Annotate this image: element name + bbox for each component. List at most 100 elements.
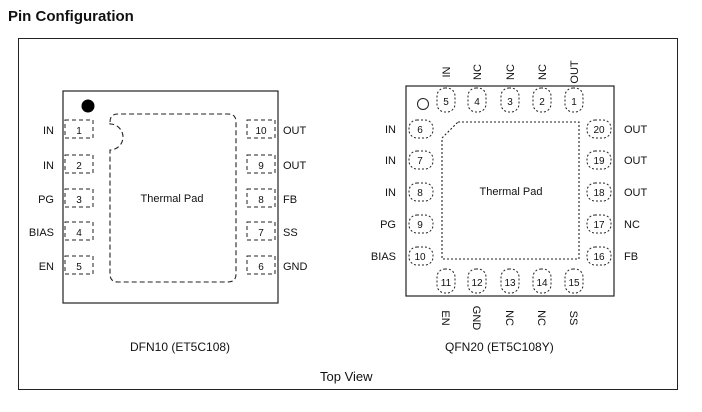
- qfn20-top-pins: 5 IN 4 NC 3 NC 2 NC 1 OUT: [436, 60, 584, 113]
- dfn10-pin-number: 7: [258, 228, 264, 239]
- dfn10-pin-name: SS: [283, 227, 298, 239]
- qfn20-pin-pad: [408, 150, 434, 170]
- qfn20-pin-name: IN: [385, 124, 396, 136]
- qfn20-pin-name: PG: [380, 219, 396, 231]
- qfn20-pin-pad: [532, 87, 552, 113]
- dfn10-pin-name: EN: [39, 261, 54, 273]
- qfn20-pin-pad: [467, 87, 487, 113]
- qfn20-pin-pad: [586, 246, 612, 266]
- qfn20-pin-pad: [500, 87, 520, 113]
- section-title: Pin Configuration: [8, 8, 134, 25]
- qfn20-pin-pad: [436, 268, 456, 294]
- dfn10-pin-number: 2: [76, 161, 82, 172]
- dfn10-pin-name: IN: [43, 125, 54, 137]
- dfn10-pin-pad: [246, 221, 276, 241]
- dfn10-thermal-pad: [109, 113, 237, 283]
- top-view-label: Top View: [320, 369, 373, 384]
- dfn10-caption: DFN10 (ET5C108): [130, 340, 231, 354]
- qfn20-thermal-pad: [441, 121, 580, 260]
- qfn20-pin-name: BIAS: [371, 251, 396, 263]
- dfn10-pin-number: 6: [258, 262, 264, 273]
- qfn20-pin-name: IN: [385, 187, 396, 199]
- dfn10-pin-name: OUT: [283, 125, 307, 137]
- qfn20-pin-pad: [586, 119, 612, 139]
- qfn20-pin-number: 20: [593, 125, 605, 136]
- qfn20-pin-number: 6: [417, 125, 423, 136]
- qfn20-pin-number: 19: [593, 156, 605, 167]
- dfn10-pin-pad: [246, 188, 276, 208]
- qfn20-pin-number: 8: [417, 188, 423, 199]
- qfn20-pin-pad: [408, 246, 434, 266]
- qfn20-pin-pad: [408, 119, 434, 139]
- qfn20-pin-name: OUT: [624, 187, 648, 199]
- qfn20-pin-name: OUT: [569, 60, 581, 84]
- qfn20-caption: QFN20 (ET5C108Y): [445, 340, 554, 354]
- qfn20-pin-pad: [467, 268, 487, 294]
- qfn20-pin-number: 17: [593, 220, 605, 231]
- qfn20-pin-pad: [500, 268, 520, 294]
- qfn20-pin-number: 14: [536, 278, 548, 289]
- qfn20-pin-number: 5: [443, 97, 449, 108]
- qfn20-pin-name: IN: [441, 66, 453, 77]
- dfn10-pin-number: 9: [258, 161, 264, 172]
- dfn10-pin-number: 10: [255, 126, 267, 137]
- dfn10-pin-number: 4: [76, 228, 82, 239]
- qfn20-pin-name: SS: [567, 311, 579, 326]
- qfn20-pin-number: 10: [414, 252, 426, 263]
- dfn10-pin-pad: [64, 221, 94, 241]
- qfn20-thermal-pad-label: Thermal Pad: [480, 186, 543, 198]
- qfn20-pin-pad: [532, 268, 552, 294]
- pin1-marker-circle: [417, 98, 429, 110]
- dfn10-pin-pad: [246, 255, 276, 275]
- qfn20-pin-pad: [564, 87, 584, 113]
- qfn20-pin-name: OUT: [624, 155, 648, 167]
- qfn20-pin-number: 4: [474, 97, 480, 108]
- dfn10-pin-name: PG: [38, 194, 54, 206]
- qfn20-pin-pad: [408, 214, 434, 234]
- qfn20-pin-number: 3: [507, 97, 513, 108]
- qfn20-pin-number: 7: [417, 156, 423, 167]
- qfn20-pin-name: IN: [385, 155, 396, 167]
- dfn10-pin-number: 3: [76, 195, 82, 206]
- dfn10-thermal-pad-label: Thermal Pad: [141, 193, 204, 205]
- dfn10-pin-pad: [64, 188, 94, 208]
- qfn20-pin-number: 2: [539, 97, 545, 108]
- qfn20-pin-number: 1: [571, 97, 577, 108]
- qfn20-pin-pad: [586, 214, 612, 234]
- dfn10-pin-pad: [246, 154, 276, 174]
- qfn20-pin-name: OUT: [624, 124, 648, 136]
- dfn10-pin-name: BIAS: [29, 227, 54, 239]
- dfn10-pin-pad: [64, 119, 94, 139]
- dfn10-pin-pad: [64, 154, 94, 174]
- qfn20-pin-number: 15: [568, 278, 580, 289]
- qfn20-pin-pad: [586, 150, 612, 170]
- qfn20-pin-pad: [408, 182, 434, 202]
- qfn20-pin-number: 11: [441, 278, 452, 289]
- qfn20-pin-name: NC: [472, 64, 484, 80]
- qfn20-pin-pad: [436, 87, 456, 113]
- qfn20-pin-name: NC: [537, 64, 549, 80]
- dfn10-pin-name: OUT: [283, 160, 307, 172]
- qfn20-pin-pad: [564, 268, 584, 294]
- qfn20-pin-number: 9: [417, 220, 423, 231]
- qfn20-pin-number: 12: [471, 278, 483, 289]
- qfn20-pin-number: 13: [504, 278, 516, 289]
- qfn20-pin-pad: [586, 182, 612, 202]
- pin1-marker-dot: [81, 99, 95, 113]
- dfn10-body: [62, 90, 279, 304]
- qfn20-pin-name: FB: [624, 251, 638, 263]
- dfn10-pin-number: 1: [76, 126, 82, 137]
- dfn10-pin-number: 5: [76, 262, 82, 273]
- qfn20-pin-name: NC: [535, 310, 547, 326]
- diagram-frame: [18, 38, 678, 390]
- qfn20-pin-name: NC: [505, 64, 517, 80]
- dfn10-pin-name: IN: [43, 160, 54, 172]
- qfn20-pin-name: NC: [624, 219, 640, 231]
- dfn10-pin-pad: [64, 255, 94, 275]
- qfn20-pin-name: NC: [503, 310, 515, 326]
